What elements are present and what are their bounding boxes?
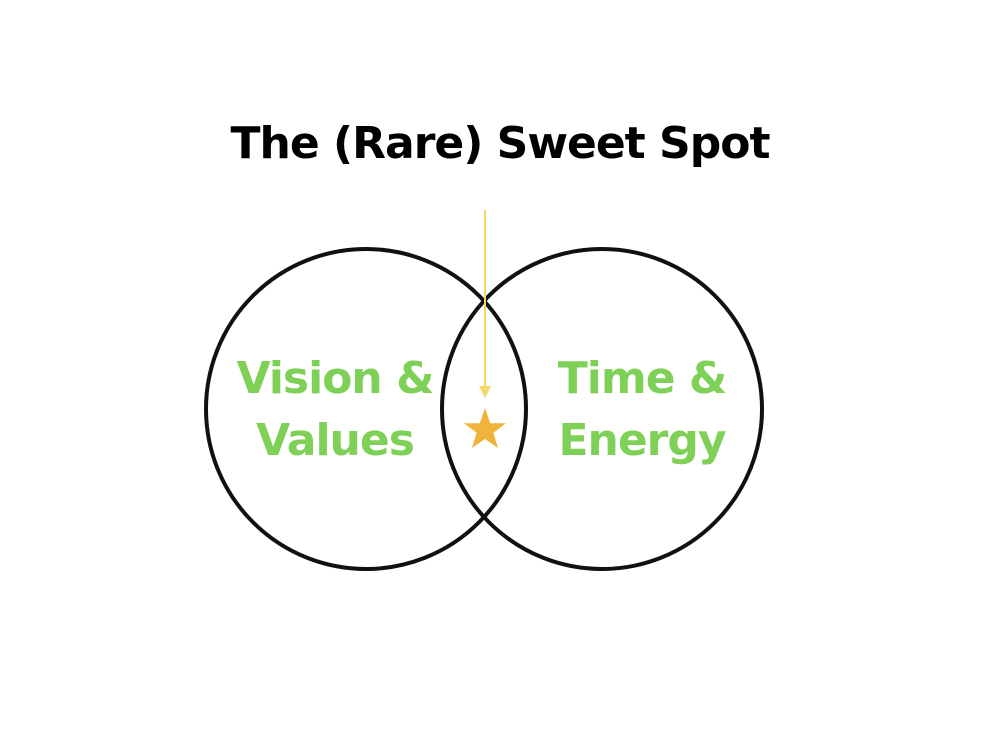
right-circle <box>440 247 764 571</box>
right-label-line: Time & <box>557 353 727 404</box>
diagram-title: The (Rare) Sweet Spot <box>230 118 771 169</box>
star-icon <box>464 408 506 448</box>
left-circle-label: Vision & Values <box>215 348 455 472</box>
right-circle-label: Time & Energy <box>522 348 762 472</box>
right-label-line: Energy <box>558 415 726 466</box>
left-circle <box>204 247 528 571</box>
left-label-line: Values <box>256 415 415 466</box>
left-label-line: Vision & <box>236 353 435 404</box>
arrow <box>479 210 491 398</box>
